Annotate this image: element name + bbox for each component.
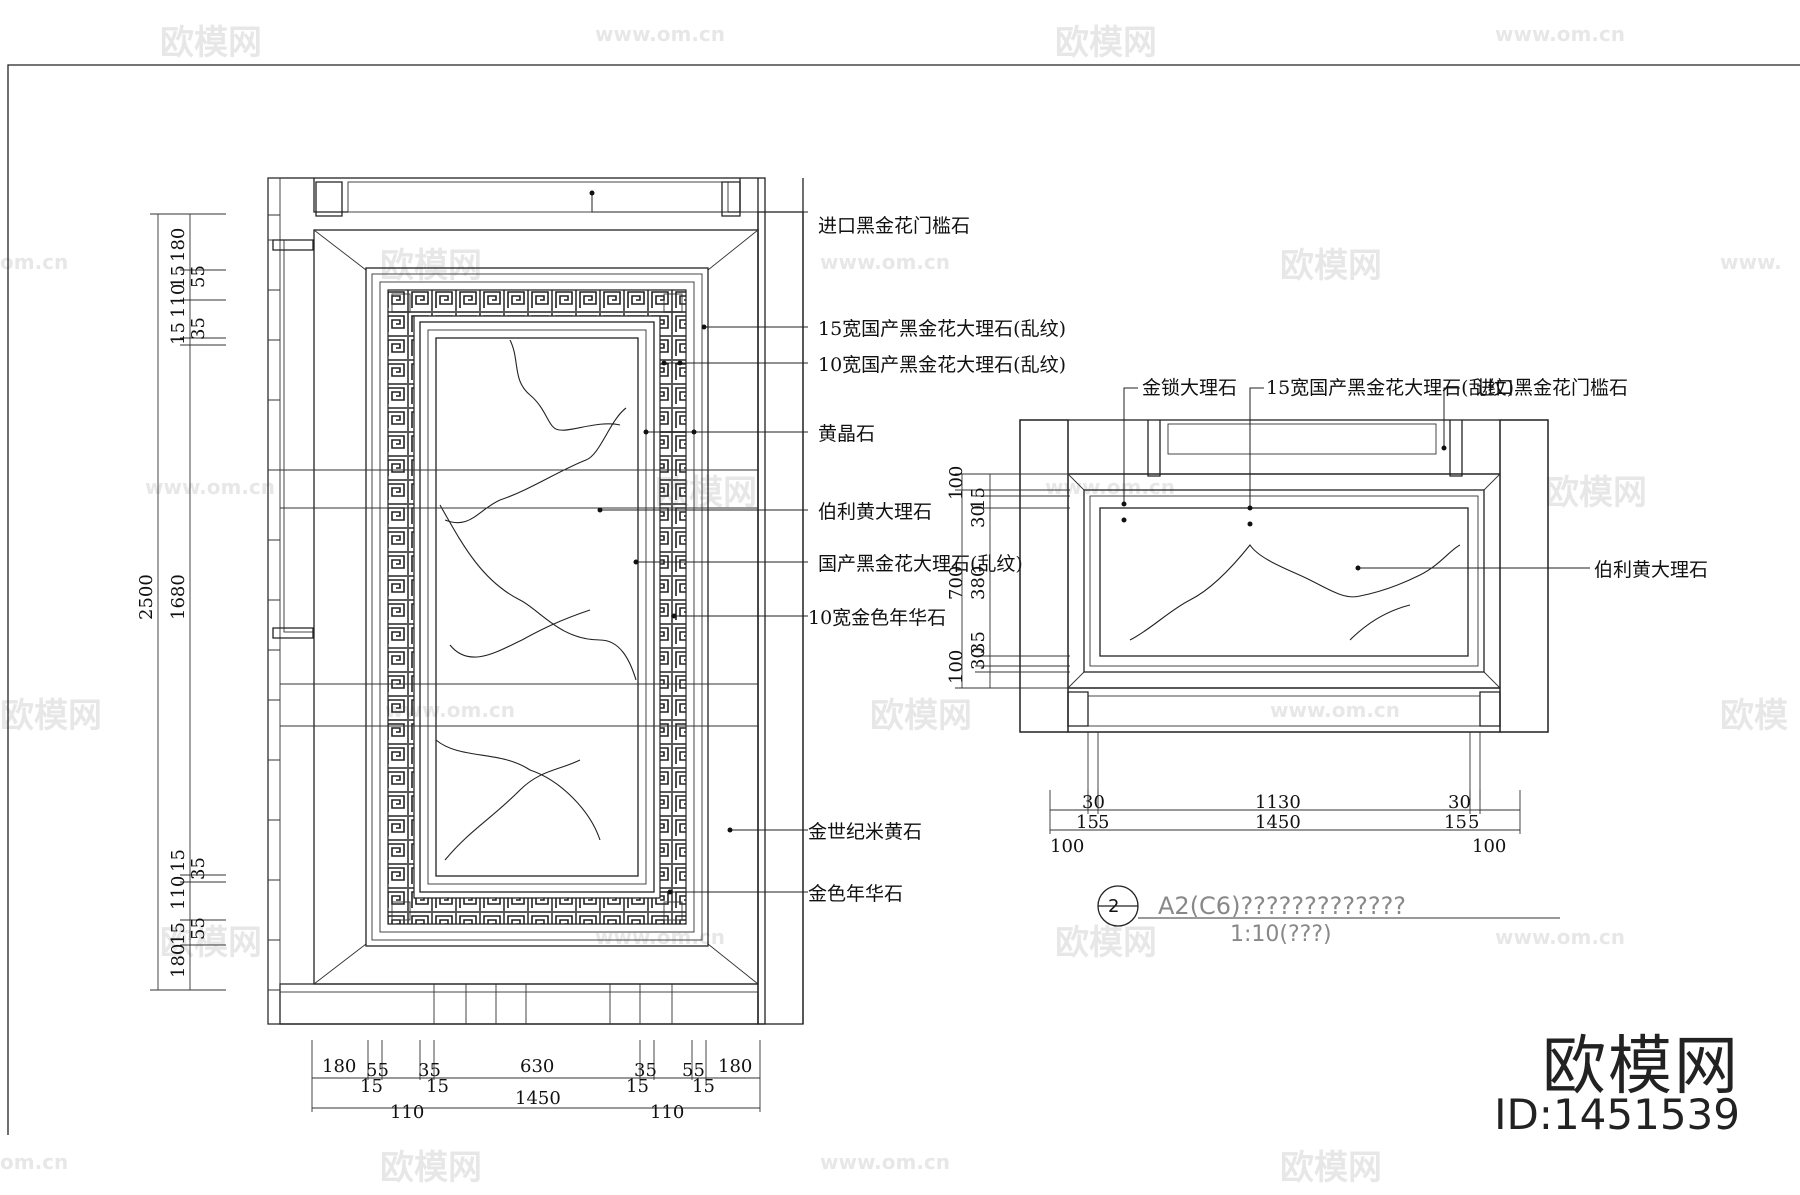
svg-text:180: 180	[168, 228, 189, 262]
svg-text:55: 55	[188, 265, 209, 288]
section-wall-right	[1499, 419, 1549, 733]
label-century-beige: 金世纪米黄石	[808, 821, 922, 843]
drawing-frame	[7, 64, 1800, 1135]
svg-text:100: 100	[946, 650, 967, 684]
label-section-beige: 伯利黄大理石	[1594, 559, 1708, 581]
svg-text:1450: 1450	[515, 1088, 561, 1109]
elevation-leaders	[589, 190, 808, 895]
svg-text:55: 55	[188, 917, 209, 940]
svg-text:35: 35	[968, 631, 989, 654]
svg-text:15: 15	[692, 1076, 715, 1097]
label-gold-strip: 10宽金色年华石	[808, 607, 946, 629]
label-beige-marble: 伯利黄大理石	[818, 501, 932, 523]
svg-text:35: 35	[188, 317, 209, 340]
base-strip	[279, 983, 759, 1025]
brand-id: ID:1451539	[1494, 1090, 1740, 1139]
svg-text:15: 15	[426, 1076, 449, 1097]
svg-text:180: 180	[168, 944, 189, 978]
svg-text:30: 30	[1082, 792, 1105, 813]
label-border15: 15宽国产黑金花大理石(乱纹)	[818, 318, 1066, 340]
section-outline	[1019, 419, 1549, 733]
svg-text:110: 110	[650, 1102, 684, 1123]
svg-text:1450: 1450	[1255, 812, 1301, 833]
svg-text:1680: 1680	[168, 574, 189, 620]
svg-text:110: 110	[168, 284, 189, 318]
svg-text:380: 380	[968, 566, 989, 600]
svg-text:55: 55	[682, 1060, 705, 1081]
svg-text:15: 15	[1444, 812, 1467, 833]
label-gold-stone: 金色年华石	[808, 883, 903, 905]
svg-text:630: 630	[520, 1056, 554, 1077]
section-threshold-top	[1167, 423, 1437, 455]
svg-text:15: 15	[168, 322, 189, 345]
svg-text:30: 30	[968, 505, 989, 528]
greek-key-border	[387, 289, 687, 925]
marble-veins	[435, 339, 637, 861]
svg-text:35: 35	[418, 1060, 441, 1081]
detail-title: A2(C6)?????????????	[1158, 892, 1407, 920]
left-wall-joints	[268, 214, 280, 991]
label-crystal-stone: 黄晶石	[818, 423, 875, 445]
svg-text:180: 180	[718, 1056, 752, 1077]
border-15	[371, 273, 703, 941]
svg-text:2500: 2500	[136, 574, 157, 620]
section-leaders	[1121, 387, 1590, 571]
svg-text:5: 5	[1098, 812, 1109, 833]
svg-text:15: 15	[168, 265, 189, 288]
detail-number: 2	[1108, 896, 1120, 917]
svg-text:110: 110	[390, 1102, 424, 1123]
svg-text:30: 30	[1448, 792, 1471, 813]
brand-logo-text: 欧模网	[1542, 1030, 1740, 1104]
elevation-view: 进口黑金花门槛石 15宽国产黑金花大理石(乱纹) 10宽国产黑金花大理石(乱纹)…	[136, 177, 1066, 1123]
elevation-bottom-dimensions: 180 55 35 630 35 55 180 15 15 15 15 1450…	[311, 1040, 761, 1123]
svg-text:180: 180	[322, 1056, 356, 1077]
svg-text:15: 15	[168, 849, 189, 872]
label-border10: 10宽国产黑金花大理石(乱纹)	[818, 354, 1066, 376]
label-gold-lock-marble: 金锁大理石	[1142, 377, 1237, 399]
svg-text:15: 15	[968, 487, 989, 510]
svg-text:110: 110	[168, 876, 189, 910]
svg-text:15: 15	[626, 1076, 649, 1097]
section-wall-left	[1019, 419, 1069, 733]
label-section-threshold: 进口黑金花门槛石	[1476, 377, 1628, 399]
section-left-dimensions: 100 15 30 700 380 35 30 100	[946, 466, 1070, 689]
svg-text:30: 30	[968, 647, 989, 670]
section-beige-panel	[1099, 507, 1469, 657]
svg-text:700: 700	[946, 566, 967, 600]
svg-text:15: 15	[1076, 812, 1099, 833]
beige-marble-panel	[435, 337, 639, 877]
left-thin-strip	[283, 239, 315, 633]
svg-text:15: 15	[168, 922, 189, 945]
detail-scale: 1:10(???)	[1230, 922, 1332, 947]
bevel-corners	[313, 229, 759, 985]
left-wall-strip	[267, 177, 281, 1025]
bevel-outer	[313, 229, 759, 985]
svg-text:15: 15	[360, 1076, 383, 1097]
svg-text:100: 100	[1050, 836, 1084, 857]
svg-text:100: 100	[946, 466, 967, 500]
section-marble-veins	[1129, 544, 1461, 641]
svg-text:55: 55	[366, 1060, 389, 1081]
elevation-left-dimensions: 2500 1680 180 15 55 110 15 35 15 35 110 …	[136, 213, 226, 991]
svg-text:100: 100	[1472, 836, 1506, 857]
section-view: 金锁大理石 15宽国产黑金花大理石(乱纹) 进口黑金花门槛石 伯利黄大理石 10…	[946, 377, 1708, 927]
section-bottom-dimensions: 30 1130 30 15 5 1450 15 5 100 100	[1049, 790, 1521, 857]
label-black-gold-marble: 国产黑金花大理石(乱纹)	[818, 553, 1023, 575]
label-section-border15: 15宽国产黑金花大理石(乱纹)	[1266, 377, 1514, 399]
svg-text:35: 35	[634, 1060, 657, 1081]
svg-text:35: 35	[188, 857, 209, 880]
label-threshold-stone: 进口黑金花门槛石	[818, 215, 970, 237]
threshold-top	[347, 181, 729, 213]
svg-text:1130: 1130	[1255, 792, 1301, 813]
svg-text:5: 5	[1468, 812, 1479, 833]
